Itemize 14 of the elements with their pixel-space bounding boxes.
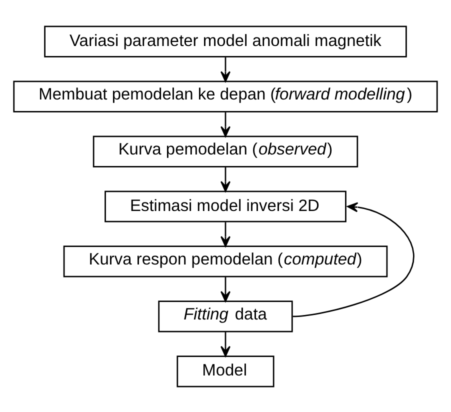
node-box: Estimasi model inversi 2D: [104, 190, 346, 222]
node-box: Kurva respon pemodelan (computed): [63, 245, 388, 277]
node-box: Kurva pemodelan (observed): [92, 135, 358, 167]
node-box: Fitting data: [158, 300, 293, 332]
arrow: [220, 166, 231, 192]
arrow: [220, 112, 231, 136]
node-box: Membuat pemodelan ke depan (forward modelling): [13, 80, 438, 112]
node-box: Model: [176, 355, 274, 387]
arrow: [220, 332, 231, 356]
arrow: [220, 56, 231, 82]
arrow: [220, 222, 231, 246]
node-box: Variasi parameter model anomali magnetik: [44, 25, 407, 57]
arrow: [292, 202, 414, 317]
arrow: [220, 276, 231, 302]
